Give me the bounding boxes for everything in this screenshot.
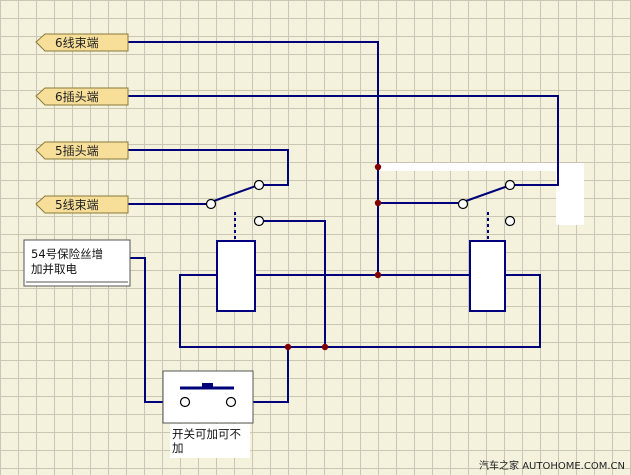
- relay1-coil: [216, 240, 256, 312]
- wire-6-harness: [128, 41, 379, 275]
- switch-box-line2: 加: [172, 441, 184, 455]
- white-cover-strip: [556, 163, 584, 225]
- connector-label: 6线束端: [55, 36, 99, 50]
- connector-6-plug: 6插头端: [35, 87, 129, 106]
- fuse-box-line2: 加并取电: [31, 262, 77, 276]
- relay1-nc-contact: [253, 215, 265, 227]
- relay1-no-contact: [253, 179, 265, 191]
- fuse-box: 54号保险丝增 加并取电: [23, 239, 131, 287]
- wire-coil-bus-left: [179, 274, 541, 348]
- connector-tag-shape: [35, 33, 129, 52]
- connector-label: 6插头端: [55, 90, 99, 104]
- junctions: [284, 163, 382, 351]
- junction-dot: [284, 343, 292, 351]
- connector-tag-shape: [35, 87, 129, 106]
- fuse-box-line1: 54号保险丝增: [31, 247, 103, 261]
- switch-box-line1: 开关可加可不: [172, 427, 241, 441]
- connector-tag-shape: [35, 141, 129, 160]
- wires: [128, 41, 559, 403]
- switch-contact-left: [179, 396, 191, 408]
- wire-6-plug: [128, 95, 559, 186]
- connector-6-harness: 6线束端: [35, 33, 129, 52]
- connector-label: 5插头端: [55, 144, 99, 158]
- connector-label: 5线束端: [55, 198, 99, 212]
- connector-5-harness: 5线束端: [35, 195, 129, 214]
- wire-relay1-nc: [260, 220, 326, 347]
- switch-contact-right: [225, 396, 237, 408]
- fuse-box-frame: [23, 239, 131, 287]
- relay2-common-contact: [457, 198, 469, 210]
- switch-label-bg: [170, 424, 250, 458]
- junction-dot: [374, 199, 382, 207]
- connector-5-plug: 5插头端: [35, 141, 129, 160]
- switch-box-frame: [162, 370, 254, 424]
- connector-tag-shape: [35, 195, 129, 214]
- push-button-cap: [202, 383, 213, 388]
- switch-box: 开关可加可不 加: [162, 370, 254, 458]
- junction-dot: [374, 271, 382, 279]
- white-cover-strip-top: [380, 163, 580, 171]
- relay2-nc-contact: [504, 215, 516, 227]
- junction-dot: [374, 163, 382, 171]
- watermark: 汽车之家 AUTOHOME.COM.CN: [479, 459, 625, 472]
- relay1-common-contact: [205, 198, 217, 210]
- relay2-switch-lever: [462, 185, 509, 203]
- wire-5-plug: [128, 149, 289, 186]
- relay2-no-contact: [504, 179, 516, 191]
- relay2-coil: [469, 240, 506, 312]
- junction-dot: [321, 343, 329, 351]
- relay1-switch-lever: [210, 185, 257, 203]
- contacts: [205, 179, 516, 227]
